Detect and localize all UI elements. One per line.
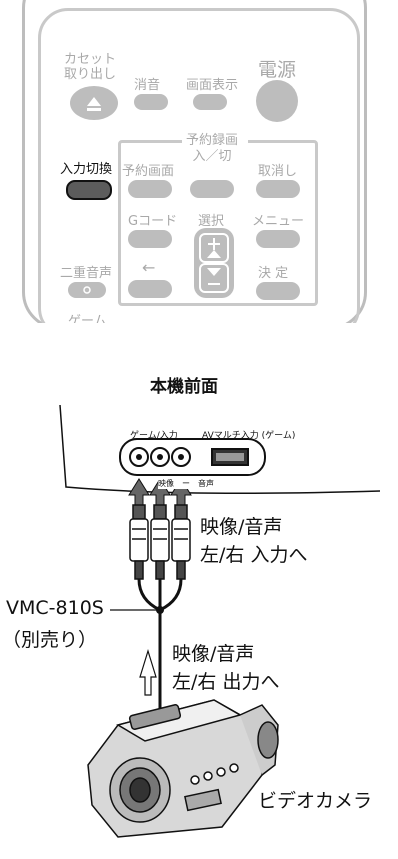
cancel-label: 取消し: [258, 164, 298, 179]
eject-icon: [87, 97, 101, 111]
cable-model-label: VMC-810S: [6, 597, 104, 619]
input-target-label: 映像/音声 左/右 入力へ: [200, 516, 308, 566]
output-source-label: 映像/音声 左/右 出力へ: [172, 643, 280, 693]
connection-diagram: [59, 404, 381, 838]
enter-button[interactable]: [256, 282, 300, 300]
game-input-jack-label: ゲーム/入力: [130, 431, 178, 441]
display-button[interactable]: [193, 94, 227, 110]
dual-audio-label: 二重音声: [60, 266, 113, 281]
menu-button[interactable]: [256, 230, 300, 248]
reserve-screen-button[interactable]: [128, 180, 172, 198]
select-rocker-button[interactable]: [194, 228, 234, 298]
up-down-arrows-icon: [199, 233, 229, 293]
mute-button[interactable]: [134, 94, 168, 110]
jack-video: [129, 447, 149, 467]
jack-audio-left: [150, 447, 170, 467]
camcorder-illustration: [87, 699, 279, 838]
display-label: 画面表示: [186, 78, 239, 93]
cassette-eject-label: カセット 取り出し: [64, 52, 117, 82]
panel-title: 本機前面: [150, 377, 218, 397]
g-code-label: Gコード: [128, 214, 178, 229]
jack-audio-right: [171, 447, 191, 467]
input-select-label: 入力切換: [60, 162, 113, 177]
av-multi-input-label: AVマルチ入力 (ゲーム): [202, 431, 296, 441]
select-label: 選択: [198, 214, 225, 229]
input-select-button[interactable]: [66, 180, 112, 200]
cable-note-label: （別売り）: [2, 629, 98, 651]
camera-label: ビデオカメラ: [258, 790, 373, 812]
g-code-button[interactable]: [128, 230, 172, 248]
dual-audio-button[interactable]: [68, 282, 106, 298]
reserve-screen-label: 予約画面: [122, 164, 175, 179]
jack-sub-label: 映像 ー 音声: [158, 478, 214, 489]
enter-label: 決 定: [258, 266, 289, 281]
menu-label: メニュー: [252, 214, 305, 229]
cancel-button[interactable]: [256, 180, 300, 198]
power-label: 電源: [258, 59, 297, 81]
reserve-record-button[interactable]: [190, 180, 234, 198]
back-arrow-label: ←: [142, 258, 156, 277]
power-button[interactable]: [256, 80, 298, 122]
dot-icon: [83, 286, 91, 294]
reserve-record-label: 予約録画 入／切: [186, 133, 239, 164]
cassette-eject-button[interactable]: [70, 86, 118, 120]
mute-label: 消音: [134, 78, 161, 93]
back-button[interactable]: [128, 280, 172, 298]
